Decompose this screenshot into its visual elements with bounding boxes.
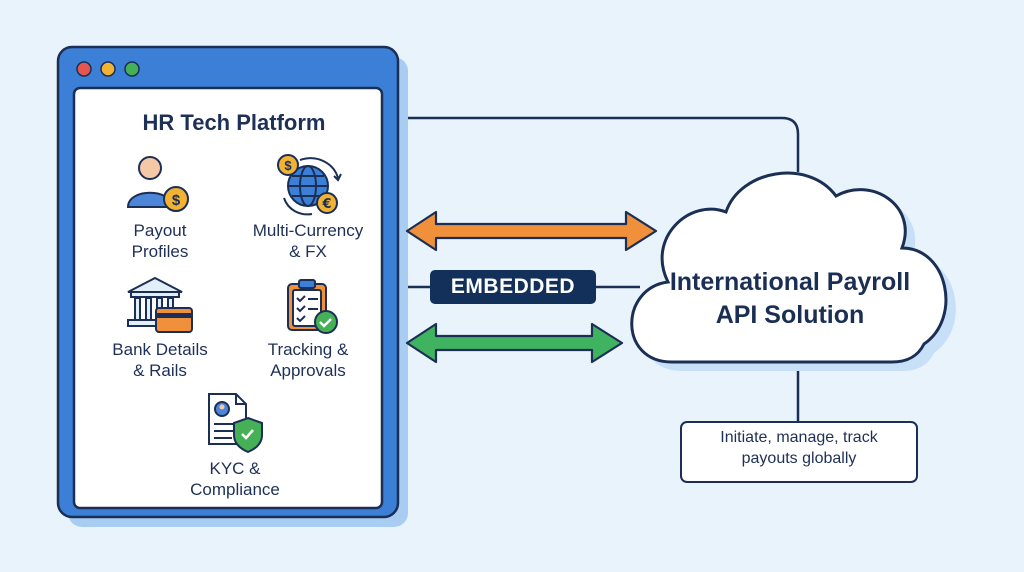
- cloud-title: International Payroll API Solution: [669, 268, 911, 329]
- id-shield-icon: [208, 393, 263, 454]
- svg-text:$: $: [172, 192, 181, 209]
- cloud-shape: [630, 171, 956, 371]
- feature-label-payout-profiles: Payout Profiles: [131, 221, 189, 261]
- svg-text:€: €: [321, 197, 331, 212]
- platform-title: HR Tech Platform: [142, 110, 326, 135]
- feature-label-tracking-approvals: Tracking & Approvals: [267, 340, 349, 380]
- user-dollar-icon: $: [126, 156, 189, 212]
- arrow-orange-bidirectional: [405, 210, 658, 252]
- feature-label-kyc-compliance: KYC & Compliance: [190, 459, 280, 499]
- globe-currency-icon: $ €: [277, 154, 342, 216]
- feature-label-bank-details: Bank Details & Rails: [112, 340, 208, 380]
- window-minimize-dot: [100, 61, 116, 77]
- clipboard-check-icon: [287, 279, 338, 334]
- svg-text:$: $: [284, 158, 292, 173]
- note-text: Initiate, manage, track payouts globally: [720, 429, 878, 467]
- window-maximize-dot: [124, 61, 140, 77]
- note-box: [680, 421, 918, 483]
- feature-label-multi-currency: Multi-Currency & FX: [252, 221, 364, 261]
- top-connector-line: [392, 116, 800, 172]
- window-close-dot: [76, 61, 92, 77]
- arrow-green-bidirectional: [405, 322, 624, 364]
- embedded-badge-label: EMBEDDED: [450, 275, 576, 298]
- bank-card-icon: [127, 276, 193, 333]
- cloud-body: [630, 171, 948, 364]
- embedded-badge: [430, 270, 596, 304]
